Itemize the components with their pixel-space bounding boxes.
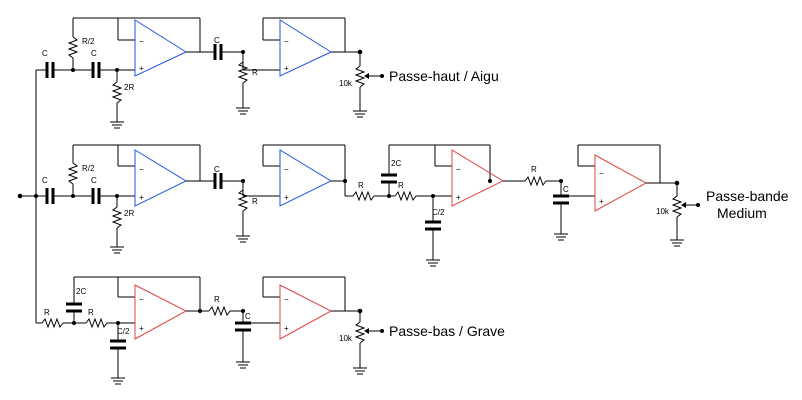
- opamp-minus: −: [284, 37, 289, 46]
- opamp-plus: +: [139, 324, 144, 333]
- ground-symbol: [111, 377, 125, 385]
- cap-label: 2C: [76, 287, 86, 296]
- potentiometer: 10k: [656, 183, 700, 240]
- opamp-minus: −: [139, 165, 144, 174]
- resistor-label: R: [358, 181, 364, 190]
- capacitor: C/2: [425, 208, 445, 231]
- potentiometer: 10k: [339, 311, 384, 368]
- ground-symbol: [236, 107, 250, 115]
- capacitor: C: [213, 36, 223, 60]
- cap-label: C/2: [117, 327, 130, 336]
- pot-label: 10k: [656, 207, 670, 216]
- output-label-grave: Passe-bas / Grave: [389, 323, 505, 339]
- ground-symbol: [236, 361, 250, 369]
- resistor: [394, 190, 417, 202]
- opamp-plus: +: [139, 193, 144, 202]
- cap-label: C/2: [432, 208, 445, 217]
- resistor: [67, 36, 79, 59]
- highpass-branch: C C R/2 2R −: [36, 17, 499, 129]
- capacitor: C: [213, 165, 223, 189]
- opamp-plus: +: [284, 64, 289, 73]
- opamp: − +: [434, 145, 505, 207]
- resistor-label: R: [252, 197, 258, 206]
- resistor: [111, 206, 123, 229]
- resistor: [524, 175, 547, 187]
- resistor-label: 2R: [124, 83, 134, 92]
- opamp-minus: −: [284, 165, 289, 174]
- lowpass-branch: R 2C R C/2 −: [36, 276, 505, 385]
- cap-label: C: [91, 176, 97, 185]
- opamp-minus: −: [599, 169, 604, 178]
- resistor: [41, 317, 64, 329]
- capacitor: C: [42, 176, 55, 204]
- ground-symbol: [110, 246, 124, 254]
- opamp-plus: +: [456, 193, 461, 202]
- resistor-label: R: [88, 308, 94, 317]
- ground-symbol: [110, 121, 124, 129]
- opamp: − +: [117, 145, 188, 207]
- capacitor: C: [91, 176, 101, 204]
- opamp-buffer: − +: [262, 144, 346, 207]
- input-bus: [17, 70, 38, 323]
- cap-label: C: [245, 312, 251, 321]
- resistor-label: R/2: [82, 164, 95, 173]
- pot-label: 10k: [339, 334, 353, 343]
- potentiometer: 10k: [339, 52, 384, 111]
- opamp-buffer: − +: [262, 17, 346, 77]
- ground-symbol: [236, 235, 250, 243]
- output-label-medium-line2: Medium: [717, 205, 767, 221]
- opamp-buffer: − +: [262, 276, 346, 340]
- resistor: [237, 189, 249, 212]
- capacitor: C: [91, 49, 101, 78]
- opamp-minus: −: [456, 165, 461, 174]
- capacitor: 2C: [66, 287, 86, 313]
- opamp-minus: −: [139, 37, 144, 46]
- resistor: [67, 162, 79, 185]
- capacitor: C: [42, 49, 55, 78]
- ground-symbol: [426, 259, 440, 267]
- bandpass-branch: C C R/2 2R − +: [36, 144, 789, 267]
- resistor: [237, 61, 249, 84]
- ground-symbol: [353, 110, 367, 118]
- cap-label: C: [214, 165, 220, 174]
- ground-symbol: [670, 239, 684, 247]
- resistor: [85, 317, 108, 329]
- pot-label: 10k: [339, 79, 353, 88]
- capacitor: C/2: [110, 327, 130, 350]
- opamp: − +: [117, 277, 188, 340]
- resistor: [111, 81, 123, 104]
- resistor: [208, 305, 231, 317]
- opamp-minus: −: [139, 295, 144, 304]
- resistor-label: R: [44, 308, 50, 317]
- resistor-label: R: [214, 295, 220, 304]
- resistor-label: R: [252, 68, 258, 77]
- opamp-plus: +: [139, 64, 144, 73]
- ground-symbol: [554, 233, 568, 241]
- cap-label: 2C: [391, 159, 401, 168]
- cap-label: C: [42, 49, 48, 58]
- opamp: − +: [117, 18, 188, 77]
- resistor-label: R: [531, 165, 537, 174]
- opamp-plus: +: [284, 324, 289, 333]
- resistor-label: R/2: [82, 37, 95, 46]
- output-label-medium-line1: Passe-bande: [706, 188, 789, 204]
- capacitor: 2C: [381, 159, 401, 184]
- opamp-buffer: − +: [577, 144, 661, 212]
- resistor: [352, 190, 375, 202]
- cap-label: C: [214, 36, 220, 45]
- resistor-label: R: [398, 181, 404, 190]
- resistor-label: 2R: [124, 209, 134, 218]
- ground-symbol: [353, 367, 367, 375]
- cap-label: C: [91, 49, 97, 58]
- opamp-plus: +: [284, 193, 289, 202]
- output-label-aigu: Passe-haut / Aigu: [389, 68, 499, 84]
- cap-label: C: [563, 185, 569, 194]
- opamp-minus: −: [284, 295, 289, 304]
- opamp-plus: +: [599, 197, 604, 206]
- cap-label: C: [42, 176, 48, 185]
